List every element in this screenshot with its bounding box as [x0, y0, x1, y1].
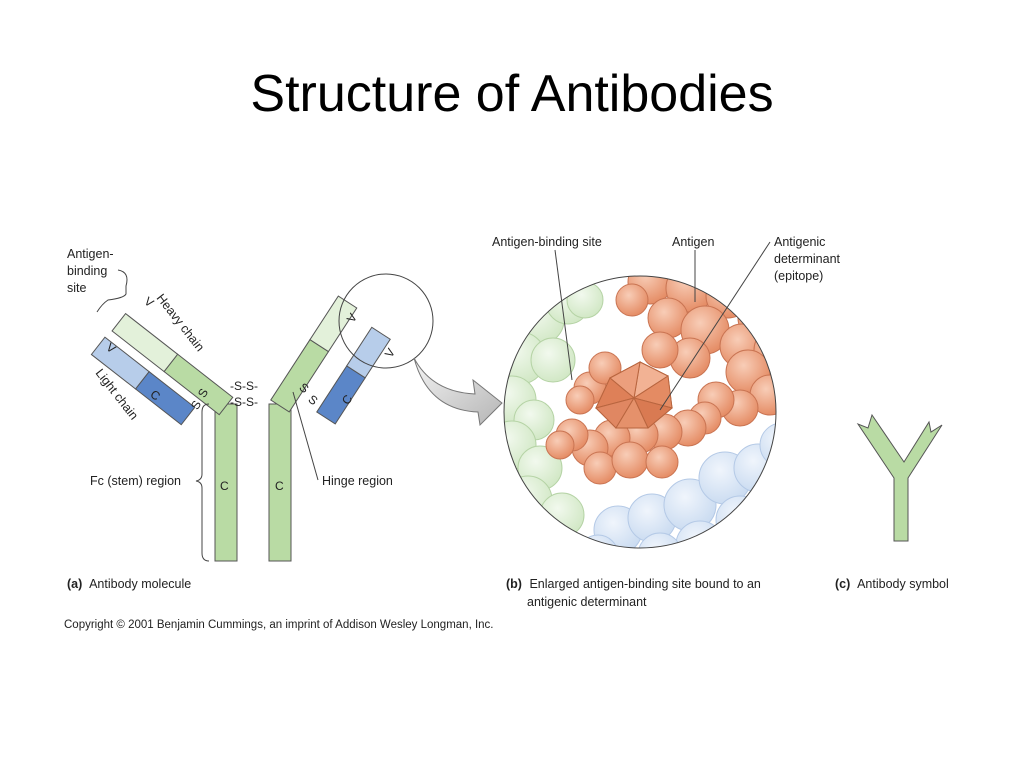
- fc-region-label: Fc (stem) region: [90, 474, 181, 488]
- antibody-molecule-diagram: V V C V V C C C Heavy chain Light chain …: [67, 247, 434, 562]
- antigen-binding-site-magnifier: [338, 273, 434, 369]
- caption-c: (c) Antibody symbol: [835, 577, 949, 591]
- fc-region-bracket: [195, 403, 210, 562]
- slide-title: Structure of Antibodies: [250, 65, 774, 123]
- right-light-variable-label: V: [382, 346, 398, 360]
- antigen-label: Antigen: [672, 235, 714, 249]
- antigenic-determinant-label: Antigenic determinant (epitope): [774, 235, 844, 283]
- antigenic-determinant-pointer: [659, 241, 771, 411]
- left-heavy-variable-label: V: [142, 294, 157, 310]
- left-heavy-chain-arm: [111, 312, 234, 416]
- binding-site-enlargement: Antigen-binding site Antigen Antigenic d…: [492, 235, 844, 549]
- right-heavy-chain-arm: [270, 295, 358, 413]
- right-light-chain: [316, 326, 391, 425]
- caption-b: (b) Enlarged antigen-binding site bound …: [506, 577, 764, 609]
- antigen-binding-site-label-a: Antigen- binding site: [67, 247, 117, 295]
- right-disulfide-s-lower: S: [306, 392, 321, 408]
- antigenic-determinant-core: [595, 361, 674, 429]
- caption-a: (a) Antibody molecule: [67, 577, 191, 591]
- antigen-binding-site-pointer-b: [554, 249, 573, 381]
- right-stem-constant-label: C: [275, 479, 284, 493]
- enlarge-arrow: [413, 357, 503, 427]
- disulfide-bond-upper: -S-S-: [230, 379, 258, 393]
- hinge-region-label: Hinge region: [322, 474, 393, 488]
- antigen-binding-site-bracket: [96, 269, 128, 313]
- antigen-binding-site-label-b: Antigen-binding site: [492, 235, 602, 249]
- antibody-symbol: [856, 413, 943, 542]
- hinge-region-pointer: [292, 391, 319, 481]
- copyright-notice: Copyright © 2001 Benjamin Cummings, an i…: [64, 619, 494, 631]
- left-stem-constant-label: C: [220, 479, 229, 493]
- antigen-spheres: [545, 276, 776, 485]
- disulfide-bond-lower: -S-S-: [230, 395, 258, 409]
- left-light-chain: [90, 336, 196, 426]
